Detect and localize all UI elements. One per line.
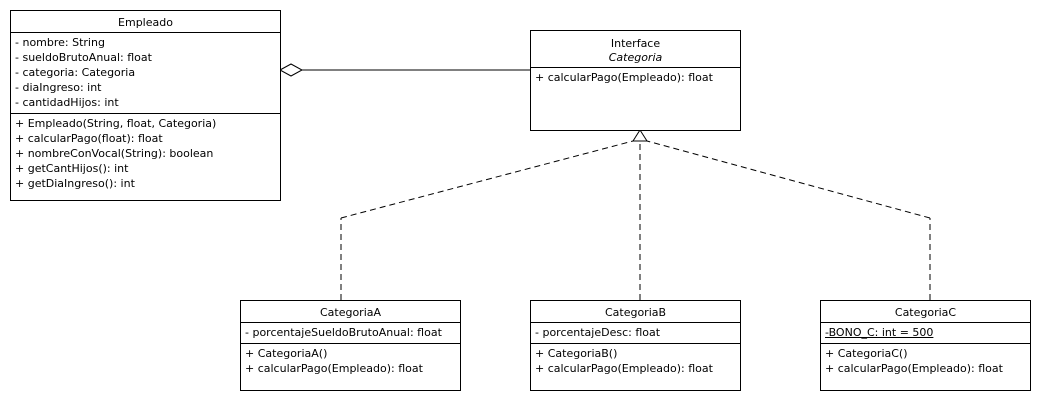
aggregation-diamond	[278, 63, 304, 77]
methods-compartment: + CategoriaC() + calcularPago(Empleado):…	[821, 344, 1030, 379]
class-name: CategoriaA	[319, 306, 382, 319]
methods-compartment: + Empleado(String, float, Categoria) + c…	[11, 114, 280, 194]
realization-arrowhead	[632, 129, 648, 142]
method: + nombreConVocal(String): boolean	[15, 147, 214, 160]
attributes-compartment: - porcentajeSueldoBrutoAnual: float	[241, 323, 460, 344]
attribute: - diaIngreso: int	[15, 81, 102, 94]
interface-categoria-title: Interface Categoria	[531, 31, 740, 68]
attribute: - porcentajeSueldoBrutoAnual: float	[245, 326, 442, 339]
method: + CategoriaB()	[535, 347, 618, 360]
interface-name: Categoria	[608, 51, 663, 64]
attributes-compartment: - porcentajeDesc: float	[531, 323, 740, 344]
method: + calcularPago(Empleado): float	[825, 362, 1003, 375]
attribute: - categoria: Categoria	[15, 66, 136, 79]
realization-line-a-diagonal	[340, 140, 634, 219]
interface-categoria[interactable]: Interface Categoria + calcularPago(Emple…	[530, 30, 741, 131]
class-name: CategoriaB	[604, 306, 667, 319]
method: + calcularPago(Empleado): float	[535, 362, 713, 375]
method: + getCantHijos(): int	[15, 162, 129, 175]
class-categoria-c[interactable]: CategoriaC -BONO_C: int = 500 + Categori…	[820, 300, 1031, 391]
class-categoria-b[interactable]: CategoriaB - porcentajeDesc: float + Cat…	[530, 300, 741, 391]
methods-compartment: + calcularPago(Empleado): float	[531, 68, 740, 88]
method: + getDiaIngreso(): int	[15, 177, 135, 190]
class-empleado[interactable]: Empleado - nombre: String - sueldoBrutoA…	[10, 10, 281, 201]
attribute: - nombre: String	[15, 36, 105, 49]
attributes-compartment: - nombre: String - sueldoBrutoAnual: flo…	[11, 33, 280, 114]
methods-compartment: + CategoriaA() + calcularPago(Empleado):…	[241, 344, 460, 379]
class-empleado-title: Empleado	[11, 11, 280, 33]
attributes-compartment: -BONO_C: int = 500	[821, 323, 1030, 344]
method: + calcularPago(float): float	[15, 132, 163, 145]
attribute: - cantidadHijos: int	[15, 96, 119, 109]
static-attribute: -BONO_C: int = 500	[825, 326, 934, 339]
class-name: CategoriaC	[894, 306, 957, 319]
attribute: - sueldoBrutoAnual: float	[15, 51, 152, 64]
methods-compartment: + CategoriaB() + calcularPago(Empleado):…	[531, 344, 740, 379]
method: + Empleado(String, float, Categoria)	[15, 117, 217, 130]
attribute: - porcentajeDesc: float	[535, 326, 661, 339]
class-categoria-a[interactable]: CategoriaA - porcentajeSueldoBrutoAnual:…	[240, 300, 461, 391]
class-categoria-a-title: CategoriaA	[241, 301, 460, 323]
method: + calcularPago(Empleado): float	[245, 362, 423, 375]
method: + CategoriaA()	[245, 347, 328, 360]
method: + calcularPago(Empleado): float	[535, 71, 713, 84]
class-categoria-b-title: CategoriaB	[531, 301, 740, 323]
class-categoria-c-title: CategoriaC	[821, 301, 1030, 323]
stereotype-label: Interface	[610, 37, 661, 50]
method: + CategoriaC()	[825, 347, 908, 360]
realization-line-c-diagonal	[646, 140, 931, 219]
class-name: Empleado	[118, 16, 173, 29]
